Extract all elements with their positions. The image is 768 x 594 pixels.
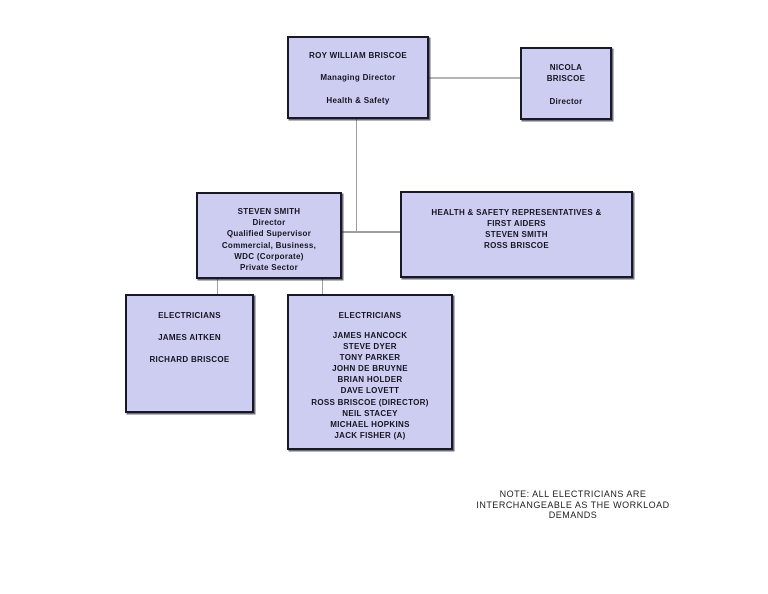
steven-name: STEVEN SMITH — [237, 207, 301, 216]
electricians-main-name-1: JAMES HANCOCK — [332, 331, 408, 340]
nicola-name-line1: NICOLA — [549, 63, 583, 72]
electricians-main-name-8: NEIL STACEY — [342, 408, 398, 418]
nicola-name-line2: BRISCOE — [546, 74, 586, 83]
electricians-main-name-4: JOHN DE BRUYNE — [332, 364, 408, 374]
electricians-main-name-7: ROSS BRISCOE (DIRECTOR) — [311, 397, 429, 407]
healthsafety-title-line2: FIRST AIDERS — [487, 219, 546, 228]
org-box-steven-smith: STEVEN SMITH Director Qualified Supervis… — [196, 192, 342, 279]
org-box-health-safety-reps: HEALTH & SAFETY REPRESENTATIVES & FIRST … — [400, 191, 633, 278]
steven-role-2: Qualified Supervisor — [226, 229, 312, 239]
managing-director-dept: Health & Safety — [326, 95, 390, 105]
connector-steven-healthsafety — [342, 231, 400, 233]
electricians-main-name-9: MICHAEL HOPKINS — [330, 419, 410, 429]
connector-roy-nicola — [429, 77, 520, 79]
steven-scope-2: WDC (Corporate) — [234, 251, 304, 261]
nicola-role: Director — [549, 97, 583, 106]
note-line-1: NOTE: ALL ELECTRICIANS ARE — [499, 489, 647, 499]
electricians-main-name-3: TONY PARKER — [339, 353, 401, 363]
managing-director-role: Managing Director — [320, 73, 396, 82]
steven-scope-1: Commercial, Business, — [221, 240, 317, 250]
connector-steven-electricians-left — [217, 279, 218, 294]
org-box-electricians-small: ELECTRICIANS JAMES AITKEN RICHARD BRISCO… — [125, 294, 254, 413]
electricians-main-name-10: JACK FISHER (A) — [334, 430, 406, 440]
electricians-main-name-5: BRIAN HOLDER — [337, 375, 403, 385]
healthsafety-member-1: STEVEN SMITH — [485, 230, 548, 239]
healthsafety-title-line1: HEALTH & SAFETY REPRESENTATIVES & — [431, 208, 602, 217]
managing-director-name: ROY WILLIAM BRISCOE — [309, 50, 407, 60]
electricians-small-name-2: RICHARD BRISCOE — [149, 355, 230, 364]
connector-roy-down — [356, 119, 357, 232]
steven-role-1: Director — [252, 218, 286, 228]
electricians-main-name-list: JAMES HANCOCK STEVE DYER TONY PARKER JOH… — [289, 330, 451, 441]
org-box-managing-director: ROY WILLIAM BRISCOE Managing Director He… — [287, 36, 429, 119]
electricians-main-name-2: STEVE DYER — [343, 342, 397, 352]
org-box-nicola-briscoe: NICOLA BRISCOE Director — [520, 47, 612, 120]
electricians-main-title: ELECTRICIANS — [338, 311, 402, 320]
electricians-main-name-6: DAVE LOVETT — [340, 386, 400, 396]
healthsafety-member-2: ROSS BRISCOE — [484, 241, 549, 250]
connector-steven-electricians-main — [322, 279, 323, 294]
steven-scope-3: Private Sector — [239, 263, 298, 273]
org-box-electricians-main: ELECTRICIANS JAMES HANCOCK STEVE DYER TO… — [287, 294, 453, 450]
note-line-3: DEMANDS — [548, 510, 598, 520]
note-text: NOTE: ALL ELECTRICIANS ARE INTERCHANGEAB… — [458, 489, 688, 521]
electricians-small-name-1: JAMES AITKEN — [158, 333, 221, 342]
note-line-2: INTERCHANGEABLE AS THE WORKLOAD — [476, 499, 670, 510]
electricians-small-title: ELECTRICIANS — [158, 311, 221, 320]
